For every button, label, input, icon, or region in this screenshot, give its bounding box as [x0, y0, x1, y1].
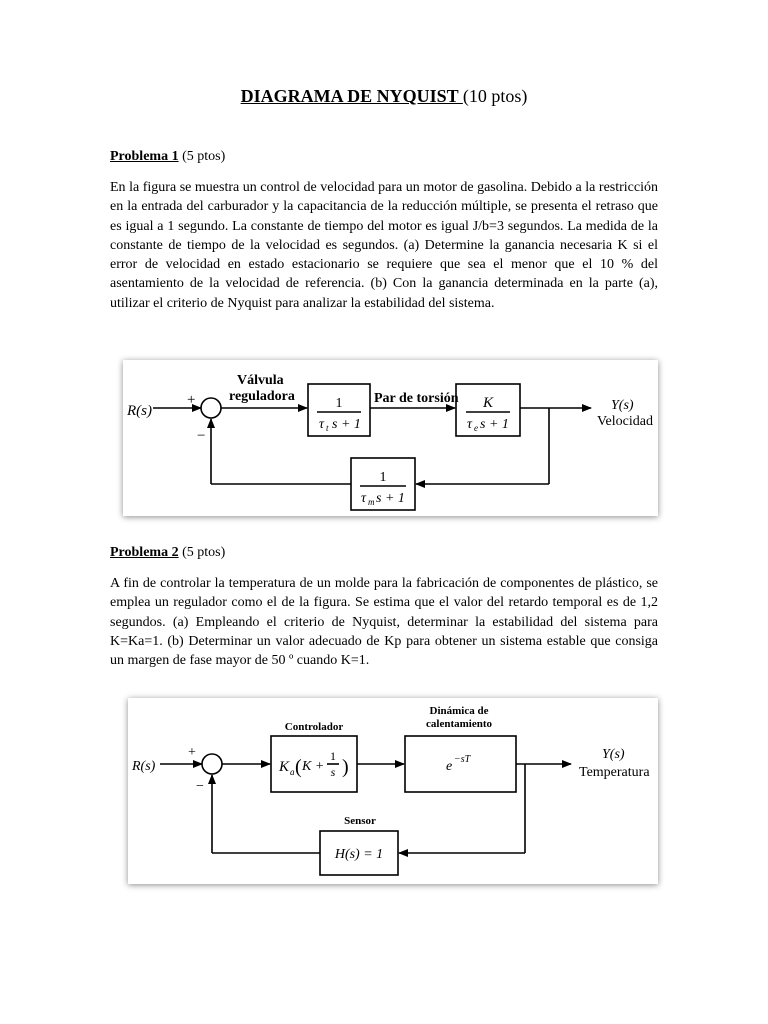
p1-valve-label-1: Válvula — [237, 373, 284, 388]
p1-block1-den-tau: τ — [319, 417, 325, 432]
p2-minus-sign: − — [196, 779, 204, 794]
problem2-points: (5 ptos) — [182, 545, 226, 560]
p2-plant-exponent: −sT — [454, 754, 472, 765]
p1-valve-label-2: reguladora — [229, 389, 295, 404]
p2-plant-label-1: Dinámica de — [430, 705, 489, 717]
p2-sensor-tf: H(s) = 1 — [334, 847, 383, 862]
p2-controller-inner: K + — [301, 759, 324, 774]
p1-block1 — [307, 383, 371, 437]
p2-summing-junction — [201, 753, 223, 775]
problem2-diagram-svg: R(s) + − Controlador K a ( K + 1 s ) Din… — [131, 705, 650, 876]
problem1-points: (5 ptos) — [182, 149, 226, 164]
p1-block2 — [455, 383, 521, 437]
p1-block2-den-tau: τ — [467, 417, 473, 432]
p2-plus-sign: + — [188, 745, 196, 760]
problem1-diagram-svg: R(s) + − Válvula reguladora 1 τ t s + 1 … — [126, 373, 653, 511]
p1-minus-sign: − — [197, 428, 205, 444]
p2-controller-sub: a — [290, 767, 295, 777]
p2-controller-frac-den: s — [331, 765, 336, 779]
title-main: DIAGRAMA DE NYQUIST — [240, 86, 463, 106]
problem1-block-diagram: R(s) + − Válvula reguladora 1 τ t s + 1 … — [123, 360, 658, 516]
p1-output-label: Y(s) — [611, 398, 634, 413]
p1-block2-den-sub: e — [474, 423, 478, 433]
p1-block2-numerator: K — [482, 395, 494, 411]
page-title: DIAGRAMA DE NYQUIST (10 ptos) — [0, 86, 768, 107]
problem1-label: Problema 1 — [110, 149, 179, 164]
p1-block1-numerator: 1 — [336, 396, 343, 411]
p2-controller-label: Controlador — [285, 721, 344, 733]
p2-output-label: Y(s) — [602, 747, 625, 762]
p1-block2-den-rest: s + 1 — [480, 417, 509, 432]
problem2-block-diagram: R(s) + − Controlador K a ( K + 1 s ) Din… — [128, 698, 658, 884]
p1-feedback-den-sub: m — [368, 497, 375, 507]
p2-input-label: R(s) — [131, 759, 156, 774]
problem2-text: A fin de controlar la temperatura de un … — [110, 576, 658, 669]
p2-plant-label-2: calentamiento — [426, 718, 492, 730]
p2-controller-k: K — [278, 759, 290, 775]
p1-block1-den-rest: s + 1 — [332, 417, 361, 432]
p2-controller-frac-num: 1 — [330, 749, 336, 763]
p1-plus-sign: + — [187, 392, 195, 408]
problem1-text: En la figura se muestra un control de ve… — [110, 180, 658, 311]
p1-feedback-den-tau: τ — [361, 491, 367, 506]
p1-output-name: Velocidad — [597, 414, 653, 429]
problem1-heading: Problema 1 (5 ptos) — [110, 149, 225, 165]
problem2-label: Problema 2 — [110, 545, 179, 560]
p2-plant-base: e — [446, 759, 452, 774]
p1-feedback-numerator: 1 — [380, 470, 387, 485]
title-points: (10 ptos) — [462, 86, 528, 106]
p1-input-label: R(s) — [126, 403, 152, 419]
problem2-heading: Problema 2 (5 ptos) — [110, 545, 225, 561]
p1-feedback-den-rest: s + 1 — [376, 491, 405, 506]
p1-torque-label: Par de torsión — [374, 391, 459, 406]
p2-sensor-label: Sensor — [344, 815, 376, 827]
p2-output-name: Temperatura — [579, 765, 650, 780]
p2-controller-paren-left: ( — [295, 756, 302, 778]
p1-summing-junction — [200, 397, 222, 419]
p1-block1-den-sub: t — [326, 423, 329, 433]
p2-controller-paren-right: ) — [342, 756, 349, 778]
